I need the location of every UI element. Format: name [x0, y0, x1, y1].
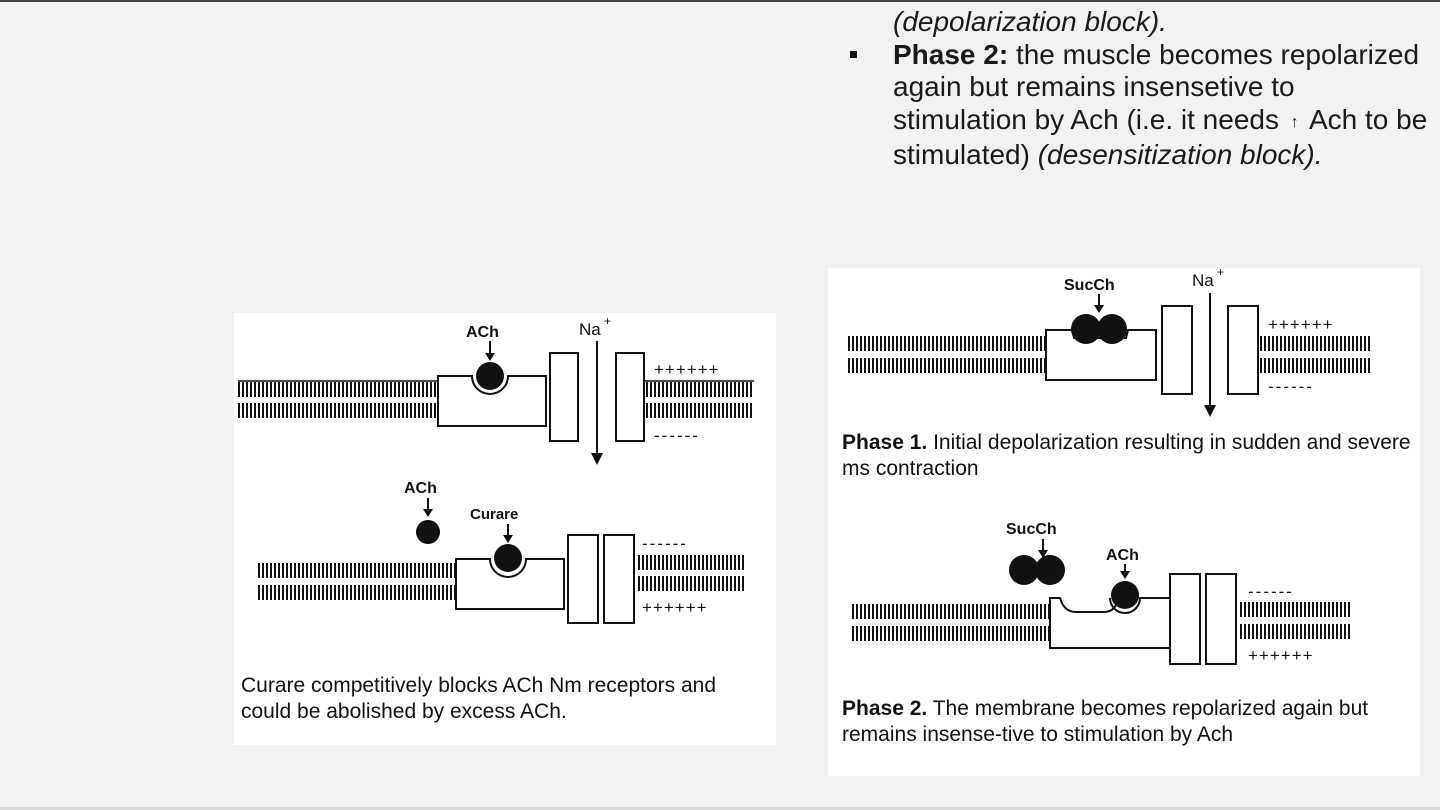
phase-2-label: Phase 2:: [893, 38, 1009, 70]
top-divider: [0, 0, 1440, 2]
phase-1-na-superscript: +: [1217, 268, 1224, 279]
receptor-bottom: [455, 544, 565, 610]
bottom-divider: [0, 807, 1440, 810]
curare-molecule-icon: [494, 544, 522, 572]
phase-2-caption-text: The membrane becomes repolarized again b…: [842, 697, 1369, 746]
phase-1-caption-text: Initial depolarization resulting in sudd…: [842, 431, 1411, 480]
succinylcholine-figure: Na + SucCh ++++++ ------ SucC: [828, 268, 1420, 776]
phase-1-receptor: [1045, 314, 1157, 381]
channel-closed-right: [603, 534, 635, 624]
phase-1-caption: Phase 1. Initial depolarization resultin…: [842, 430, 1412, 482]
phase-1-plus: ++++++: [1268, 315, 1334, 334]
receptor-top: [437, 362, 547, 427]
phase-1-channel-right: [1227, 305, 1259, 395]
continuation-text: (depolarization block).: [893, 6, 1167, 37]
phase-1-caption-label: Phase 1.: [842, 431, 928, 454]
bullet-phase-2: Phase 2: the muscle becomes repolarized …: [850, 39, 1430, 172]
up-arrow-icon: ↑: [1290, 113, 1299, 131]
membrane-bottom: [256, 555, 746, 600]
phase-2-membrane: [850, 602, 1352, 641]
curare-diagram: Na + ACh ++++++ ------ ACh: [238, 314, 754, 624]
phase-2-channel-right: [1205, 573, 1237, 665]
phase-1-na-label: Na: [1192, 271, 1214, 290]
phase-1-succh-label: SucCh: [1064, 277, 1115, 294]
phase-2-ach-molecule-icon: [1111, 581, 1139, 609]
phase-2-ach-label: ACh: [1106, 547, 1139, 564]
ach-top-label: ACh: [466, 324, 499, 341]
phase-2-minus: ------: [1248, 582, 1294, 601]
phase-2-text-a: the muscle becomes repolarized again but…: [893, 38, 1420, 135]
phase-2-succh-molecule-icon: [1009, 555, 1039, 585]
plus-top: ++++++: [654, 360, 720, 379]
free-ach-molecule-icon: [416, 520, 440, 544]
phase-1-membrane: [846, 336, 1372, 373]
channel-wall-right: [615, 352, 645, 442]
succinylcholine-diagram: Na + SucCh ++++++ ------ SucC: [846, 268, 1372, 665]
phase-2-caption: Phase 2. The membrane becomes repolarize…: [842, 696, 1402, 748]
phase-2-receptor: [1049, 581, 1171, 649]
phase-1-channel-left: [1161, 305, 1193, 395]
minus-top: ------: [654, 426, 700, 445]
curare-caption: Curare competitively blocks ACh Nm recep…: [241, 674, 717, 723]
phase-2-succh-label: SucCh: [1006, 521, 1057, 538]
ach-free-label: ACh: [404, 480, 437, 497]
phase-2-caption-label: Phase 2.: [842, 697, 928, 720]
square-bullet-icon: [850, 50, 857, 58]
phase-1-minus: ------: [1268, 377, 1314, 396]
curare-figure: Na + ACh ++++++ ------ ACh: [234, 313, 776, 745]
phase-2-channel-left: [1169, 573, 1201, 665]
na-superscript: +: [604, 314, 611, 328]
curare-label: Curare: [470, 506, 518, 523]
phase-2-text-b: Ach to be stimulated): [893, 103, 1428, 171]
na-label: Na: [579, 320, 601, 339]
minus-bottom: ------: [642, 534, 688, 553]
channel-wall-left: [549, 352, 579, 442]
plus-bottom: ++++++: [642, 598, 708, 617]
membrane-top: [238, 380, 754, 418]
bullet-list: (depolarization block). Phase 2: the mus…: [850, 6, 1430, 172]
phase-2-italic: (desensitization block).: [1037, 139, 1323, 170]
phase-2-plus: ++++++: [1248, 646, 1314, 665]
channel-closed-left: [567, 534, 599, 624]
